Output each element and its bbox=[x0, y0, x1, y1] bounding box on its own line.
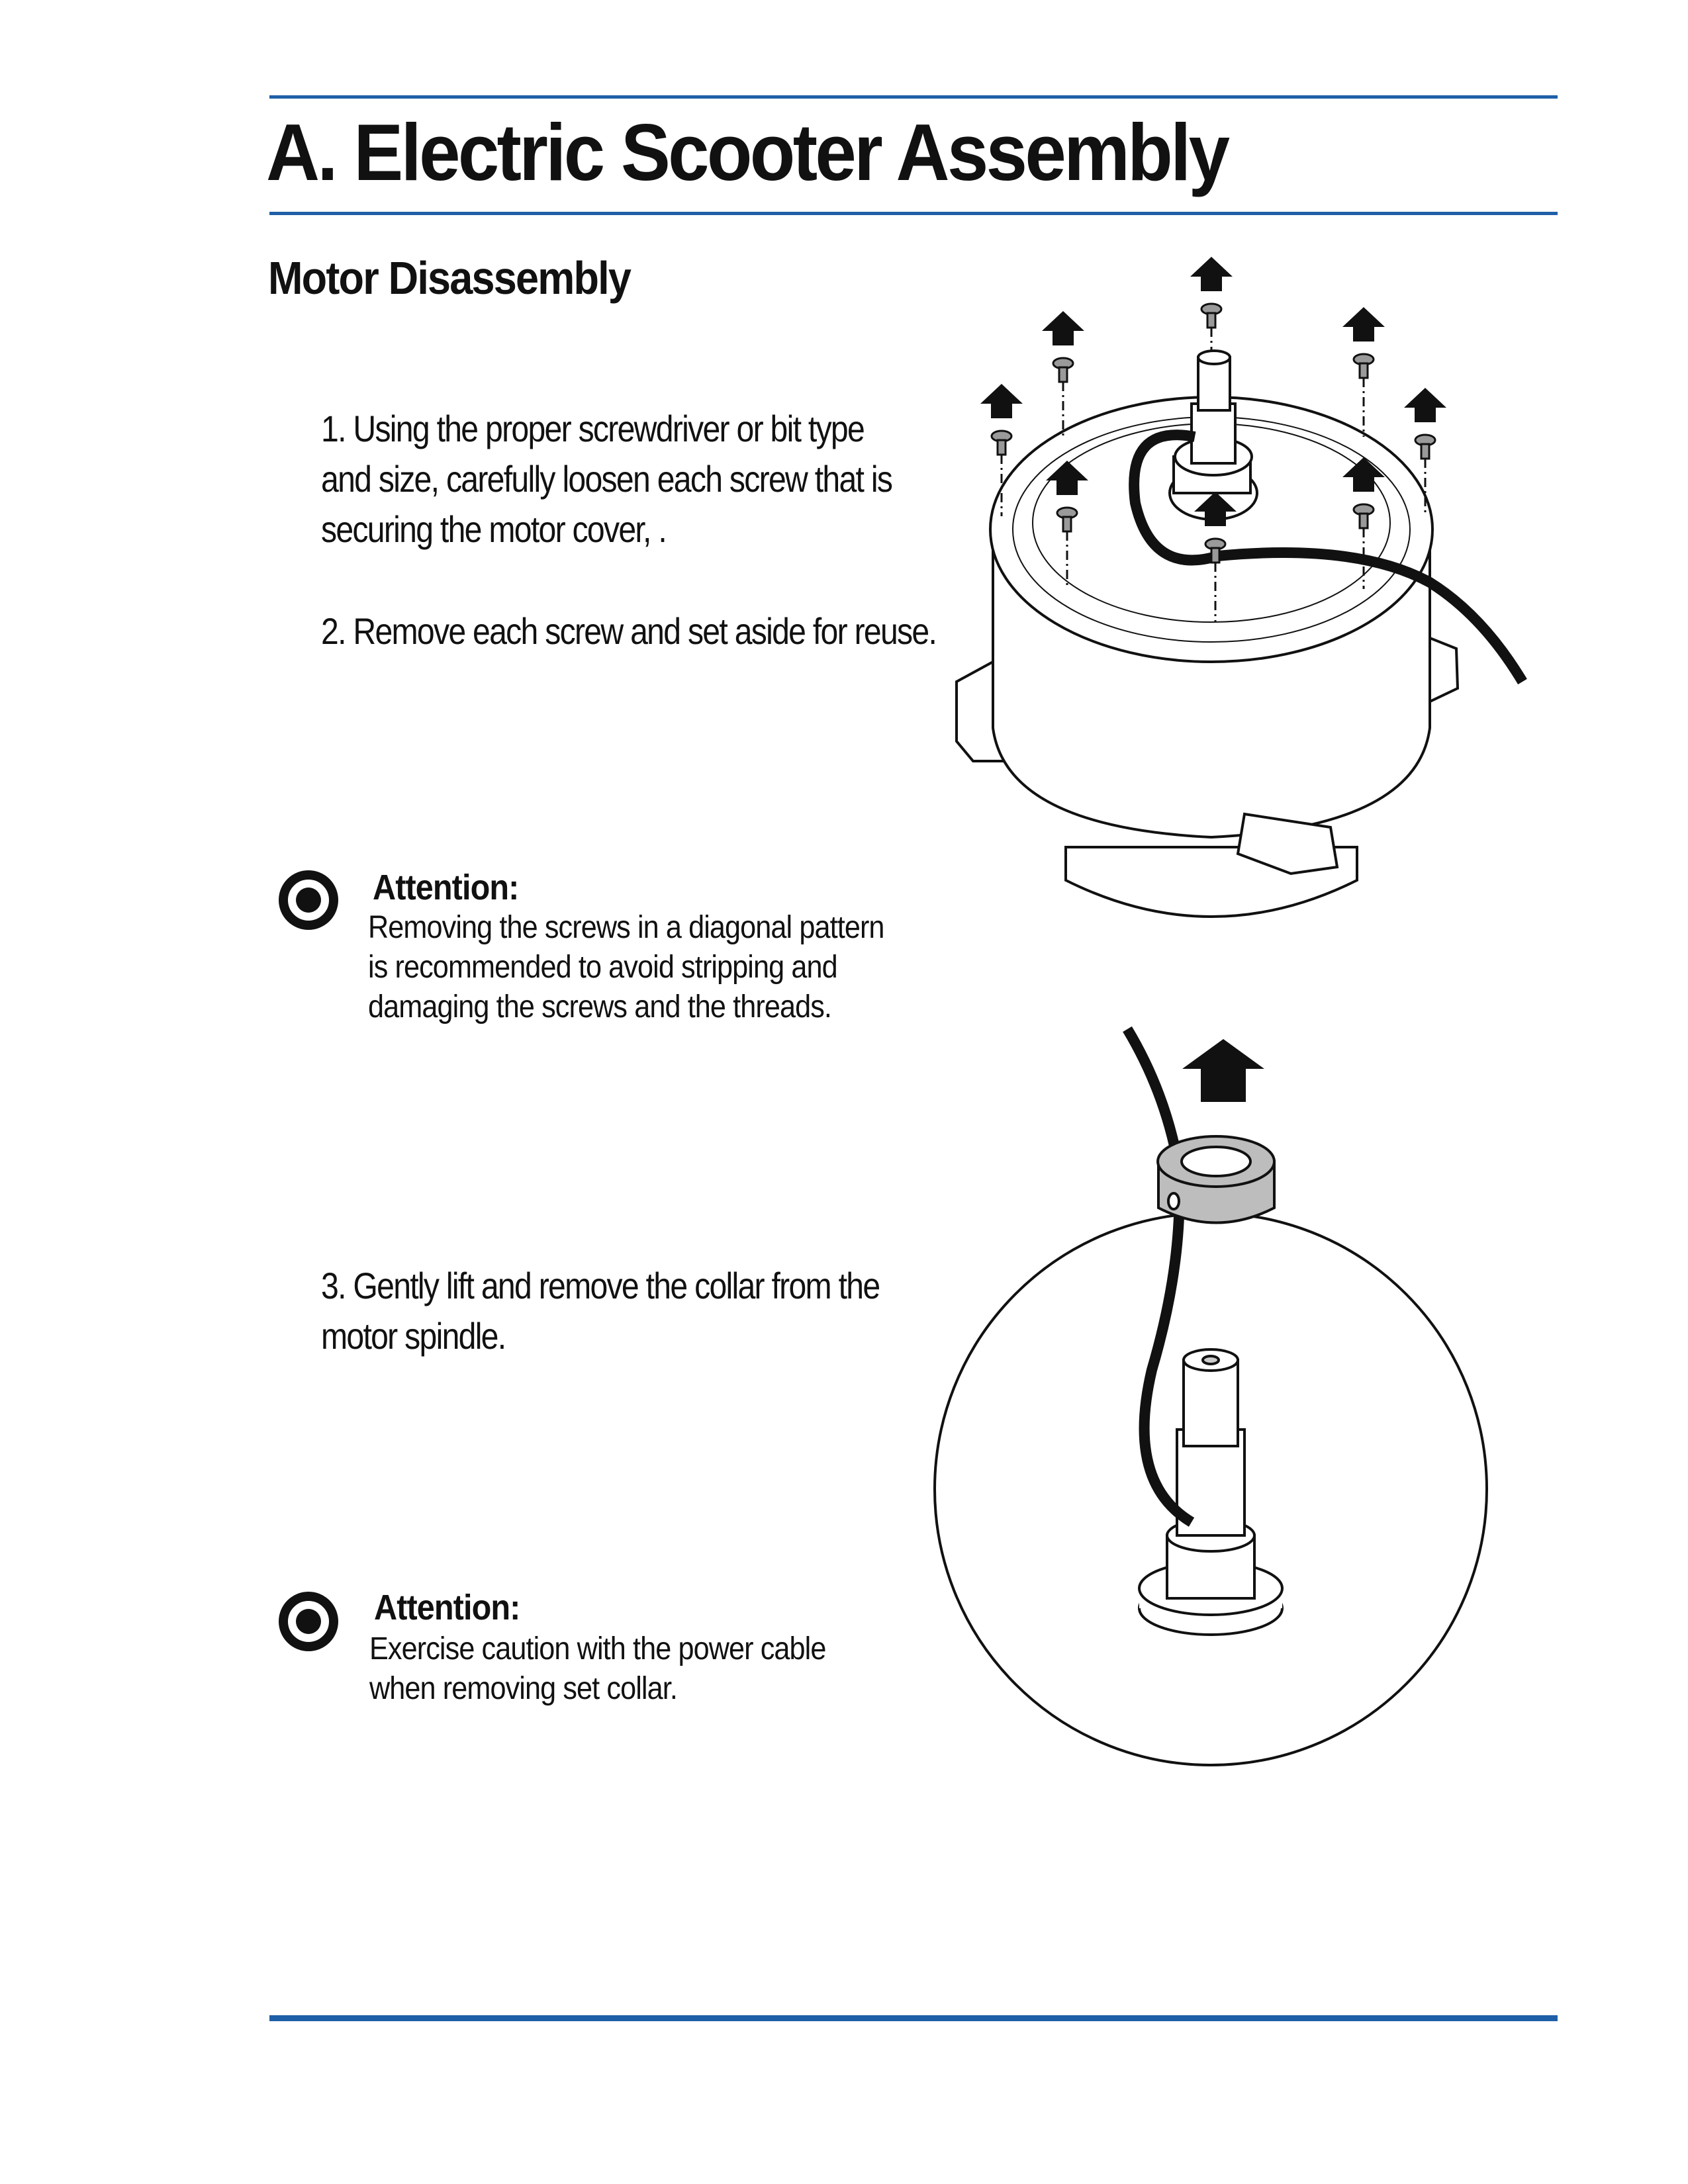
motor-cover-illustration bbox=[955, 257, 1527, 918]
set-collar bbox=[1156, 1135, 1276, 1224]
attention-label: Attention: bbox=[373, 868, 519, 907]
attention-icon bbox=[279, 870, 338, 930]
attention-body: Removing the screws in a diagonal patter… bbox=[368, 908, 884, 1027]
attention-label: Attention: bbox=[374, 1588, 520, 1627]
section-title: Motor Disassembly bbox=[268, 252, 632, 304]
attention-icon bbox=[279, 1592, 338, 1651]
power-cable bbox=[1129, 430, 1527, 685]
attention-line: when removing set collar. bbox=[369, 1671, 678, 1706]
step-1: 1. Using the proper screwdriver or bit t… bbox=[321, 404, 893, 555]
step-2: 2. Remove each screw and set aside for r… bbox=[321, 606, 937, 657]
power-cable bbox=[1123, 1026, 1195, 1527]
attention-line: Removing the screws in a diagonal patter… bbox=[368, 910, 884, 945]
motor-body bbox=[955, 396, 1460, 918]
step-1-line: 1. Using the proper screwdriver or bit t… bbox=[321, 408, 865, 449]
title-rule bbox=[269, 212, 1558, 215]
screws-and-arrows bbox=[1000, 328, 1427, 622]
attention-line: is recommended to avoid stripping and bbox=[368, 950, 838, 985]
step-1-line: and size, carefully loosen each screw th… bbox=[321, 458, 893, 500]
step-1-line: securing the motor cover, . bbox=[321, 508, 667, 550]
detail-circle bbox=[933, 1212, 1488, 1766]
step-3-line: 3. Gently lift and remove the collar fro… bbox=[321, 1265, 880, 1306]
step-3-line: motor spindle. bbox=[321, 1315, 506, 1357]
spindle-detail bbox=[1138, 1348, 1284, 1636]
page-title: A. Electric Scooter Assembly bbox=[266, 107, 1230, 197]
attention-body: Exercise caution with the power cable wh… bbox=[369, 1629, 826, 1709]
bottom-rule bbox=[269, 2015, 1558, 2021]
motor-spindle bbox=[1168, 349, 1258, 521]
attention-line: Exercise caution with the power cable bbox=[369, 1631, 826, 1666]
step-2-line: 2. Remove each screw and set aside for r… bbox=[321, 610, 937, 652]
top-rule bbox=[269, 95, 1558, 99]
lift-arrow-icon bbox=[1182, 1039, 1264, 1102]
attention-line: damaging the screws and the threads. bbox=[368, 989, 832, 1024]
step-3: 3. Gently lift and remove the collar fro… bbox=[321, 1261, 880, 1361]
